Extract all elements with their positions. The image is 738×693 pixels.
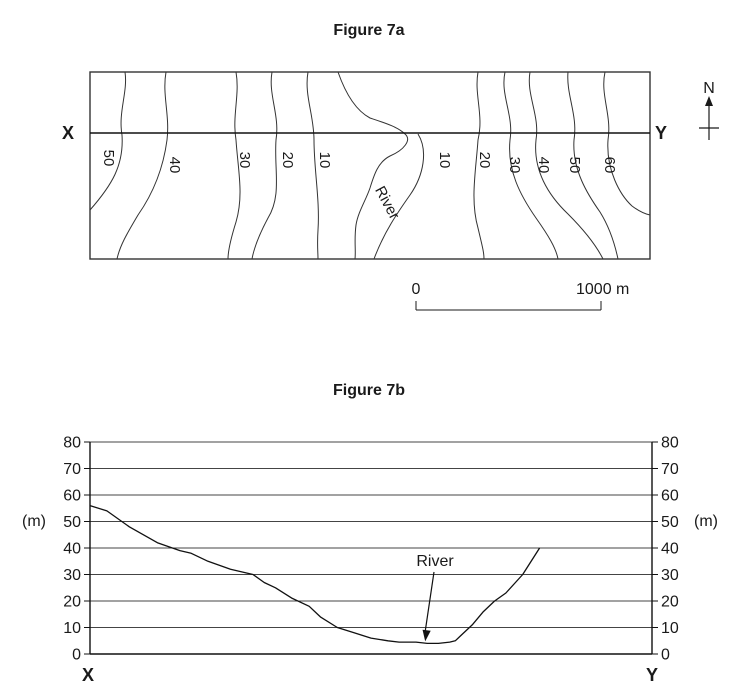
contour-line-40-right bbox=[528, 71, 604, 260]
contour-line-30-right bbox=[503, 71, 559, 260]
contour-label-right: 20 bbox=[476, 152, 493, 169]
contour-line-10-left bbox=[306, 71, 319, 260]
y-tick-label-right: 30 bbox=[661, 567, 679, 584]
contour-label-left: 30 bbox=[236, 152, 253, 169]
map-frame bbox=[89, 71, 651, 260]
figure-7a-title: Figure 7a bbox=[333, 22, 405, 39]
y-tick-label-left: 20 bbox=[63, 594, 81, 611]
contour-label-right: 60 bbox=[601, 157, 618, 174]
contour-label-left: 10 bbox=[316, 152, 333, 169]
contour-label-right: 50 bbox=[566, 157, 583, 174]
contour-label-right: 10 bbox=[436, 152, 453, 169]
y-axis-unit-left: (m) bbox=[22, 513, 46, 530]
contour-label-right: 30 bbox=[506, 157, 523, 174]
contour-label-left: 50 bbox=[100, 150, 117, 167]
contour-line-60 bbox=[603, 71, 651, 216]
y-tick-label-right: 40 bbox=[661, 541, 679, 558]
y-tick-label-left: 50 bbox=[63, 514, 81, 531]
profile-endpoint-y: Y bbox=[646, 665, 659, 685]
y-tick-label-left: 70 bbox=[63, 461, 81, 478]
y-tick-label-right: 80 bbox=[661, 435, 679, 452]
y-tick-label-right: 50 bbox=[661, 514, 679, 531]
y-tick-label-right: 60 bbox=[661, 488, 679, 505]
y-tick-label-right: 70 bbox=[661, 461, 679, 478]
y-tick-label-right: 0 bbox=[661, 647, 670, 664]
river-annotation-label: River bbox=[416, 553, 454, 570]
river-annotation-arrow bbox=[424, 571, 435, 632]
y-tick-label-left: 60 bbox=[63, 488, 81, 505]
contour-line-50-right bbox=[567, 71, 619, 260]
contour-line-10-right bbox=[373, 133, 424, 260]
y-tick-label-left: 10 bbox=[63, 620, 81, 637]
north-arrow-icon bbox=[699, 96, 719, 140]
contour-label-left: 40 bbox=[166, 157, 183, 174]
y-axis-unit-right: (m) bbox=[694, 513, 718, 530]
figure-7b-title: Figure 7b bbox=[332, 382, 405, 399]
map-endpoint-x: X bbox=[62, 123, 74, 143]
map-endpoint-y: Y bbox=[655, 123, 667, 143]
scale-start-label: 0 bbox=[412, 281, 421, 298]
contour-label-right: 40 bbox=[535, 157, 552, 174]
profile-endpoint-x: X bbox=[82, 665, 95, 685]
contour-map bbox=[89, 71, 651, 260]
river-annotation-arrowhead bbox=[422, 629, 431, 642]
y-tick-label-left: 40 bbox=[63, 541, 81, 558]
y-tick-label-right: 10 bbox=[661, 620, 679, 637]
scale-bar bbox=[415, 301, 602, 311]
y-tick-label-left: 0 bbox=[72, 647, 81, 664]
river-label-map: River bbox=[371, 183, 402, 222]
scale-end-label: 1000 m bbox=[576, 281, 629, 298]
north-label: N bbox=[703, 80, 715, 97]
profile-line bbox=[89, 504, 541, 645]
river-channel bbox=[337, 71, 409, 260]
y-tick-label-right: 20 bbox=[661, 594, 679, 611]
contour-line-20-right bbox=[473, 71, 485, 260]
contour-line-20-left bbox=[251, 71, 278, 260]
contour-line-30-left bbox=[227, 71, 241, 260]
contour-line-50-left bbox=[89, 71, 127, 211]
y-tick-label-left: 30 bbox=[63, 567, 81, 584]
contour-line-40 bbox=[116, 71, 169, 260]
contour-label-left: 20 bbox=[279, 152, 296, 169]
y-tick-label-left: 80 bbox=[63, 435, 81, 452]
